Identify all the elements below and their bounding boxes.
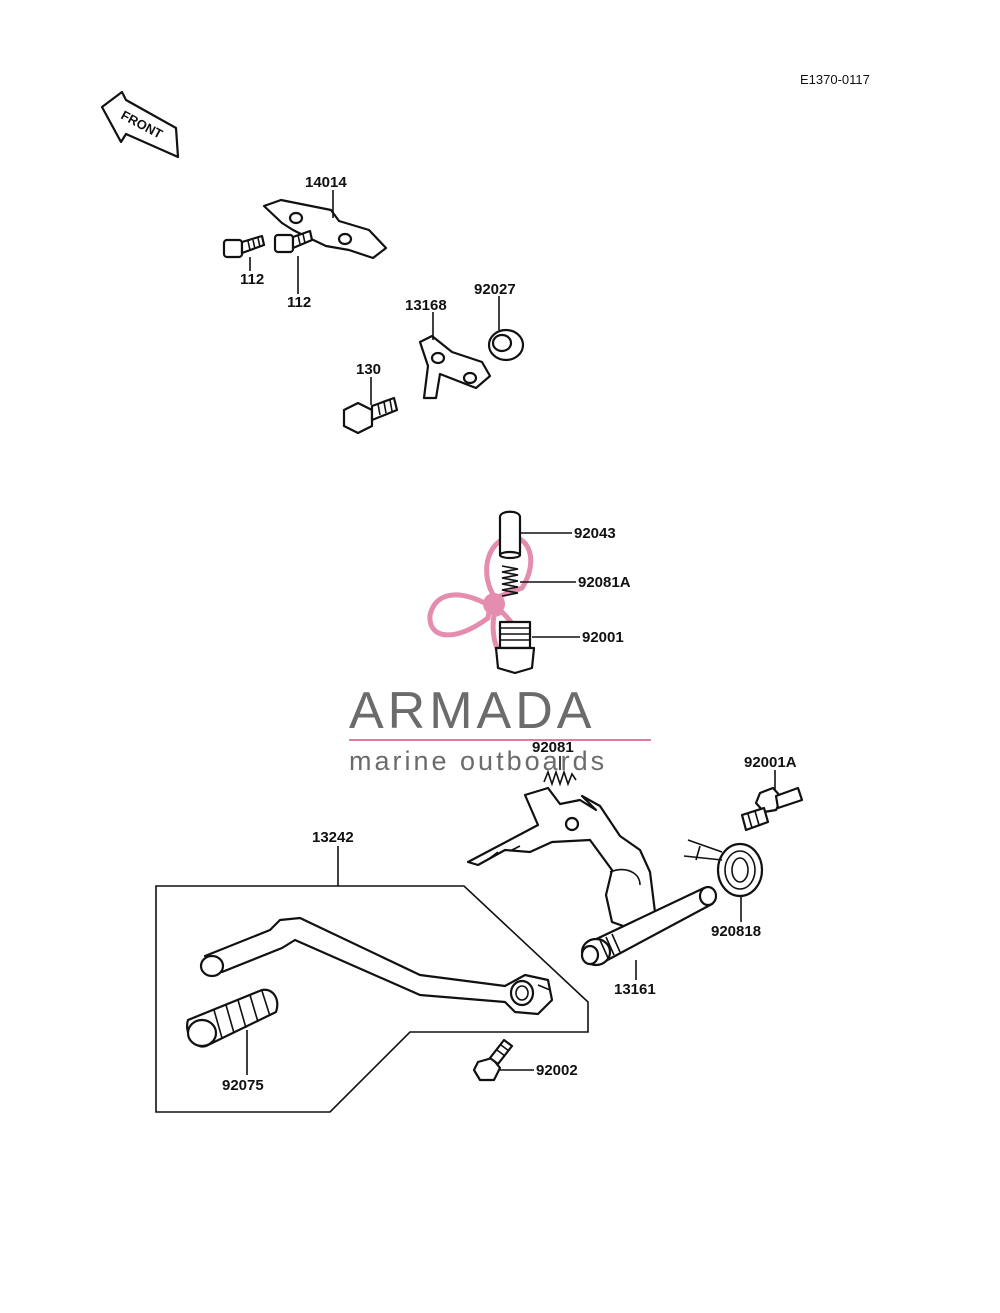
plug-92001 [494,620,536,675]
plate-14014 [262,198,388,260]
shift-arm [466,786,657,934]
diagram-code: E1370-0117 [800,72,870,87]
torsion-spring-920818 [683,839,764,898]
label-13242: 13242 [312,829,354,846]
rubber-92075 [186,988,279,1048]
propeller-blade-left [427,592,493,638]
label-920818: 920818 [711,923,761,940]
propeller-hub [483,593,505,615]
label-92002: 92002 [536,1062,578,1079]
label-130: 130 [356,361,381,378]
pin-92043 [498,510,522,560]
label-92075: 92075 [222,1077,264,1094]
label-13161: 13161 [614,981,656,998]
lever-13168 [418,334,492,400]
pedal-kit-outline [155,885,589,1113]
bolt-92001A [740,786,804,832]
pedal-lever [199,916,554,1016]
label-92081: 92081 [532,739,574,756]
shaft-13161 [580,885,718,967]
label-14014: 14014 [305,174,347,191]
label-112-b: 112 [287,294,311,311]
bolt-112-b [273,229,314,254]
label-92081A: 92081A [578,574,631,591]
label-92043: 92043 [574,525,616,542]
collar-92027 [487,328,525,362]
label-112-a: 112 [240,271,264,288]
label-92001A: 92001A [744,754,797,771]
bolt-92002 [472,1038,514,1082]
spring-92081A [501,565,519,597]
spring-92081 [543,769,577,787]
watermark-brand: ARMADA [349,682,595,740]
label-13168: 13168 [405,297,447,314]
bolt-130 [342,396,399,435]
bolt-112-a [222,234,266,259]
watermark-tagline: marine outboards [349,746,607,776]
label-92027: 92027 [474,281,516,298]
label-92001: 92001 [582,629,624,646]
front-arrow-icon: FRONT [100,90,180,159]
